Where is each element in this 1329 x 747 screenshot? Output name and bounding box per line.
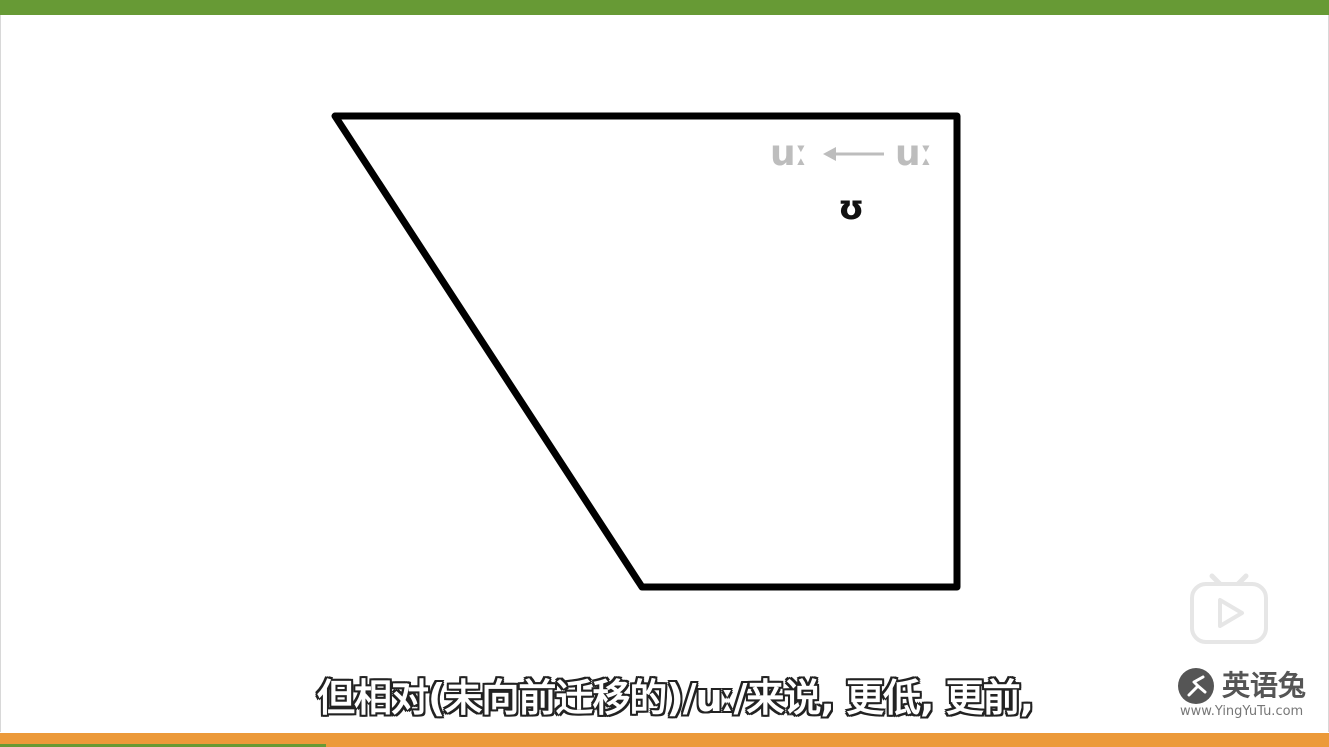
bottom-accent-bar (0, 733, 1329, 747)
rabbit-logo-icon (1178, 668, 1214, 704)
vowel-quadrilateral-outline (331, 112, 961, 591)
video-progress-bar[interactable] (0, 744, 326, 747)
left-border (0, 15, 1, 732)
brand-url: www.YingYuTu.com (1180, 704, 1304, 719)
shift-arrow-icon (823, 147, 884, 161)
target-vowel-symbol: ʊ (838, 188, 865, 228)
brand-watermark: 英语兔 www.YingYuTu.com (1178, 664, 1318, 724)
tv-play-icon[interactable] (1188, 570, 1270, 646)
top-accent-bar (0, 0, 1329, 15)
brand-name: 英语兔 (1222, 669, 1307, 702)
subtitle-caption: 但相对(未向前迁移的)/uː/来说, 更低, 更前, (317, 676, 1034, 720)
shift-target-symbol: uː (770, 133, 808, 174)
shift-origin-symbol: uː (895, 133, 933, 174)
